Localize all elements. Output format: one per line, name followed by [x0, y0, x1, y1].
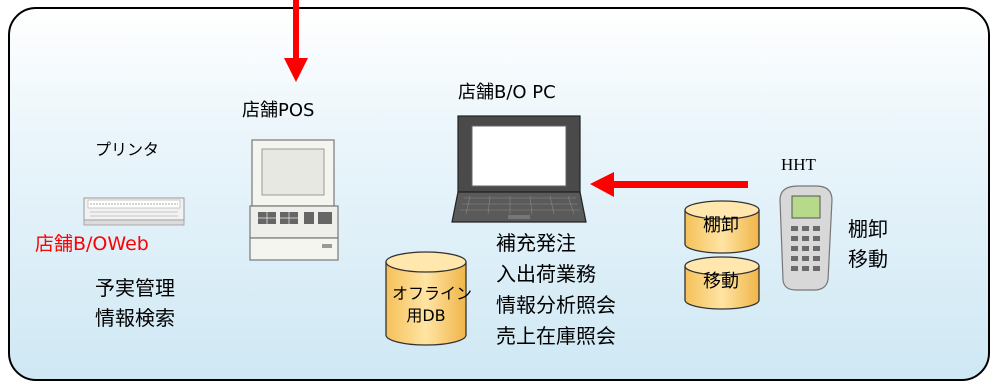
- pos-label: 店舗POS: [242, 100, 315, 121]
- hht-function-transfer: 移動: [848, 247, 888, 271]
- web-function-search: 情報検索: [95, 306, 175, 330]
- laptop-icon: [451, 115, 587, 223]
- transfer-cylinder: [684, 256, 760, 310]
- pc-function-sales-stock: 売上在庫照会: [496, 324, 616, 348]
- offline-db-line2: 用DB: [406, 306, 446, 325]
- hht-label: HHT: [781, 155, 816, 174]
- hht-device-icon: [779, 185, 833, 291]
- pos-terminal-icon: [249, 139, 339, 261]
- offline-db-line1: オフライン: [392, 284, 473, 303]
- hht-functions: 棚卸 移動: [848, 214, 888, 274]
- printer-icon: [83, 197, 185, 226]
- web-functions: 予実管理 情報検索: [95, 273, 175, 333]
- arrow-hht-to-pc: [590, 172, 748, 197]
- pc-function-shipping: 入出荷業務: [496, 262, 596, 286]
- hht-function-inventory: 棚卸: [848, 217, 888, 241]
- bo-pc-label: 店舗B/O PC: [458, 82, 556, 103]
- offline-db-cylinder: [385, 251, 467, 346]
- arrow-down-to-pos: [284, 0, 308, 82]
- web-title: 店舗B/OWeb: [35, 233, 149, 255]
- inventory-cylinder-label: 棚卸: [703, 215, 739, 236]
- inventory-cylinder: [684, 200, 760, 254]
- pc-functions: 補充発注 入出荷業務 情報分析照会 売上在庫照会: [496, 228, 616, 352]
- printer-label: プリンタ: [95, 140, 160, 159]
- web-function-budget: 予実管理: [95, 276, 175, 300]
- offline-db-label: オフライン 用DB: [392, 283, 473, 327]
- pc-function-replenishment: 補充発注: [496, 231, 576, 255]
- transfer-cylinder-label: 移動: [703, 271, 739, 292]
- pc-function-analysis: 情報分析照会: [496, 293, 616, 317]
